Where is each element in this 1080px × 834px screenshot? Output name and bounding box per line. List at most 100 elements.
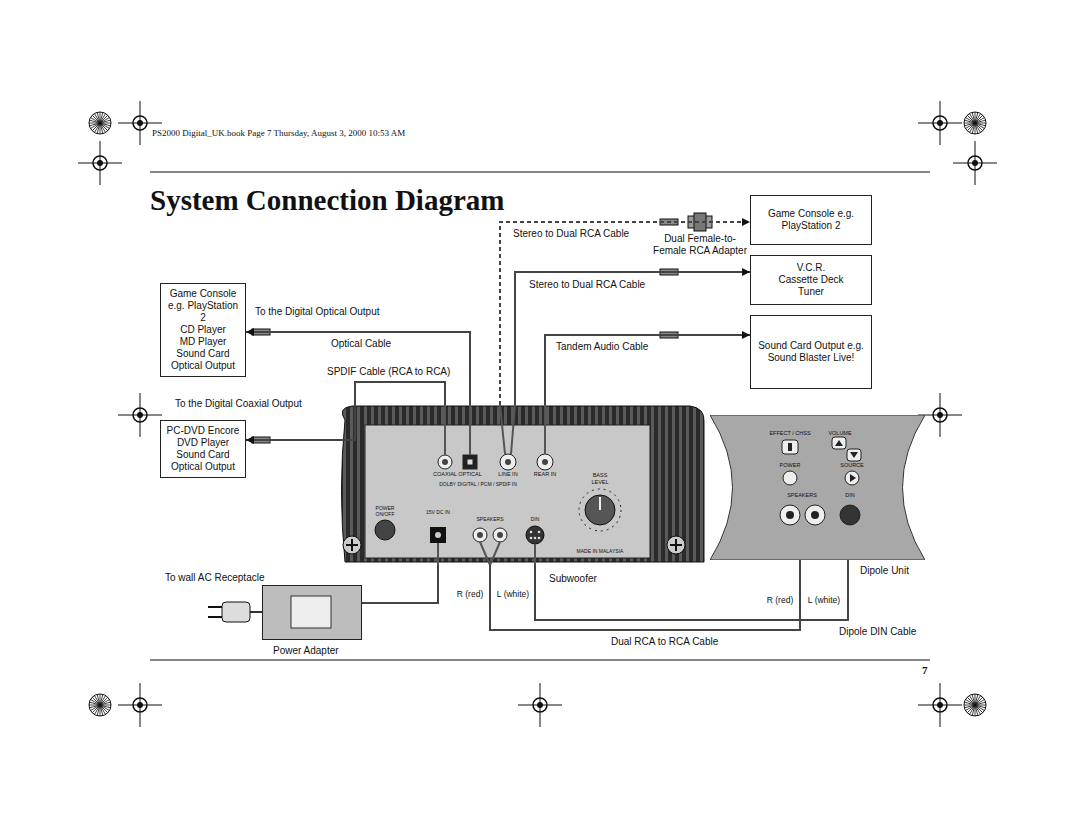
drawing-part: [100, 700, 110, 706]
drawing-part: [208, 607, 222, 617]
device-name: V.C.R.: [756, 262, 866, 274]
source-box: Game Console e.g. PlayStation 2CD Player…: [160, 283, 246, 377]
drawing-part: [137, 412, 143, 418]
adapter-label: Dual Female-to-Female RCA Adapter: [650, 233, 750, 257]
switch-label: POWER ON/OFF: [370, 505, 400, 517]
drawing-part: [975, 120, 986, 123]
device-name: Game Console e.g. PlayStation 2: [756, 208, 866, 232]
page-rules: [150, 172, 930, 660]
drawing-part: [100, 118, 110, 124]
cable-label: Stereo to Dual RCA Cable: [512, 228, 630, 240]
device-name: Sound Card Optical Output: [166, 449, 240, 473]
drawing-part: [100, 702, 111, 705]
jack-label: COAXIAL: [433, 471, 457, 478]
drawing-part: [438, 542, 535, 565]
drawing-part: [100, 123, 106, 133]
drawing-part: [250, 611, 262, 613]
drawing-part: [89, 123, 100, 126]
button-label: EFFECT / CHSS: [769, 430, 810, 437]
drawing-part: [90, 705, 100, 711]
drawing-part: [975, 705, 981, 715]
drawing-part: [533, 698, 547, 712]
drawing-part: [972, 694, 975, 705]
panel-label: DOLBY DIGITAL / PCM / SPDIF IN: [439, 481, 517, 487]
subwoofer-panel: Subwoofer: [337, 405, 705, 565]
drawing-part: [975, 705, 978, 716]
connection-note: To wall AC Receptacle: [165, 572, 265, 584]
device-box: Sound Card Output e.g. Sound Blaster Liv…: [750, 315, 872, 389]
device-name: PC-DVD Encore: [166, 425, 240, 437]
subwoofer-housing: [342, 405, 705, 565]
source-box: PC-DVD EncoreDVD PlayerSound Card Optica…: [160, 420, 246, 478]
drawing-part: [100, 123, 103, 134]
drawing-part: [599, 497, 601, 510]
adapter-body: [263, 586, 361, 639]
unit-label: Power Adapter: [273, 645, 339, 657]
drawing-part: [97, 694, 100, 705]
drawing-part: [346, 539, 682, 551]
wire-color: R (red): [457, 589, 483, 599]
cable-label: Tandem Audio Cable: [555, 341, 649, 353]
drawing-part: [579, 489, 621, 531]
drawing-part: [90, 123, 100, 129]
cable-label: SPDIF Cable (RCA to RCA): [326, 366, 451, 378]
drawing-part: [89, 694, 111, 716]
cable-label: Dual RCA to RCA Cable: [610, 636, 719, 648]
drawing-part: [346, 539, 682, 551]
jack-label: 15V DC IN: [426, 509, 450, 515]
drawing-part: [150, 660, 930, 661]
drawing-part: [933, 698, 947, 712]
drawing-part: [222, 602, 250, 622]
cable: [500, 222, 750, 405]
drawing-part: [438, 455, 452, 469]
drawing-part: [937, 412, 943, 418]
drawing-part: [970, 113, 976, 123]
drawing-part: [477, 532, 483, 538]
device-name: Cassette Deck: [756, 274, 866, 286]
drawing-part: [365, 425, 650, 558]
cable: [246, 332, 470, 405]
drawing-part: [975, 123, 978, 134]
jack-label: LINE IN: [498, 471, 517, 478]
cable-label: Stereo to Dual RCA Cable: [528, 279, 646, 291]
drawing-part: [538, 537, 541, 540]
drawing-part: [542, 459, 548, 465]
wire-color: R (red): [767, 595, 793, 605]
drawing-part: [970, 695, 976, 705]
connection-note: To the Digital Coaxial Output: [175, 398, 302, 410]
cable: [362, 565, 438, 603]
drawing-part: [95, 695, 101, 705]
drawing-part: [133, 698, 147, 712]
drawing-part: [89, 112, 111, 134]
drawing-part: [965, 123, 975, 129]
drawing-part: [100, 120, 111, 123]
dipole-unit: Dipole Unit: [710, 415, 925, 560]
device-box: Game Console e.g. PlayStation 2: [750, 195, 872, 245]
drawing-part: [972, 160, 978, 166]
crop-marks: [78, 101, 997, 727]
drawing-part: [538, 531, 541, 534]
drawing-part: [526, 526, 544, 544]
drawing-part: [537, 454, 553, 470]
power-adapter: Power Adapter: [262, 585, 362, 640]
unit-label: Subwoofer: [549, 573, 597, 585]
drawing-part: [375, 520, 395, 540]
device-name: Tuner: [756, 286, 866, 298]
cable-label: Dipole DIN Cable: [838, 626, 917, 638]
drawing-part: [463, 455, 477, 469]
cable: [535, 560, 848, 620]
drawing-part: [975, 123, 981, 133]
drawing-part: [133, 408, 147, 422]
jack-label: SPEAKERS: [787, 492, 817, 499]
cable: [515, 272, 750, 405]
drawing-part: [442, 459, 448, 465]
connection-note: To the Digital Optical Output: [255, 306, 380, 318]
drawing-part: [965, 705, 975, 711]
drawing-part: [972, 112, 975, 123]
cable-label: Optical Cable: [330, 338, 392, 350]
panel-label: MADE IN MALAYSIA: [577, 548, 624, 554]
device-name: MD Player: [166, 336, 240, 348]
drawing-part: [975, 702, 986, 705]
diagram-title: System Connection Diagram: [150, 184, 504, 217]
button-label: POWER: [780, 462, 801, 469]
